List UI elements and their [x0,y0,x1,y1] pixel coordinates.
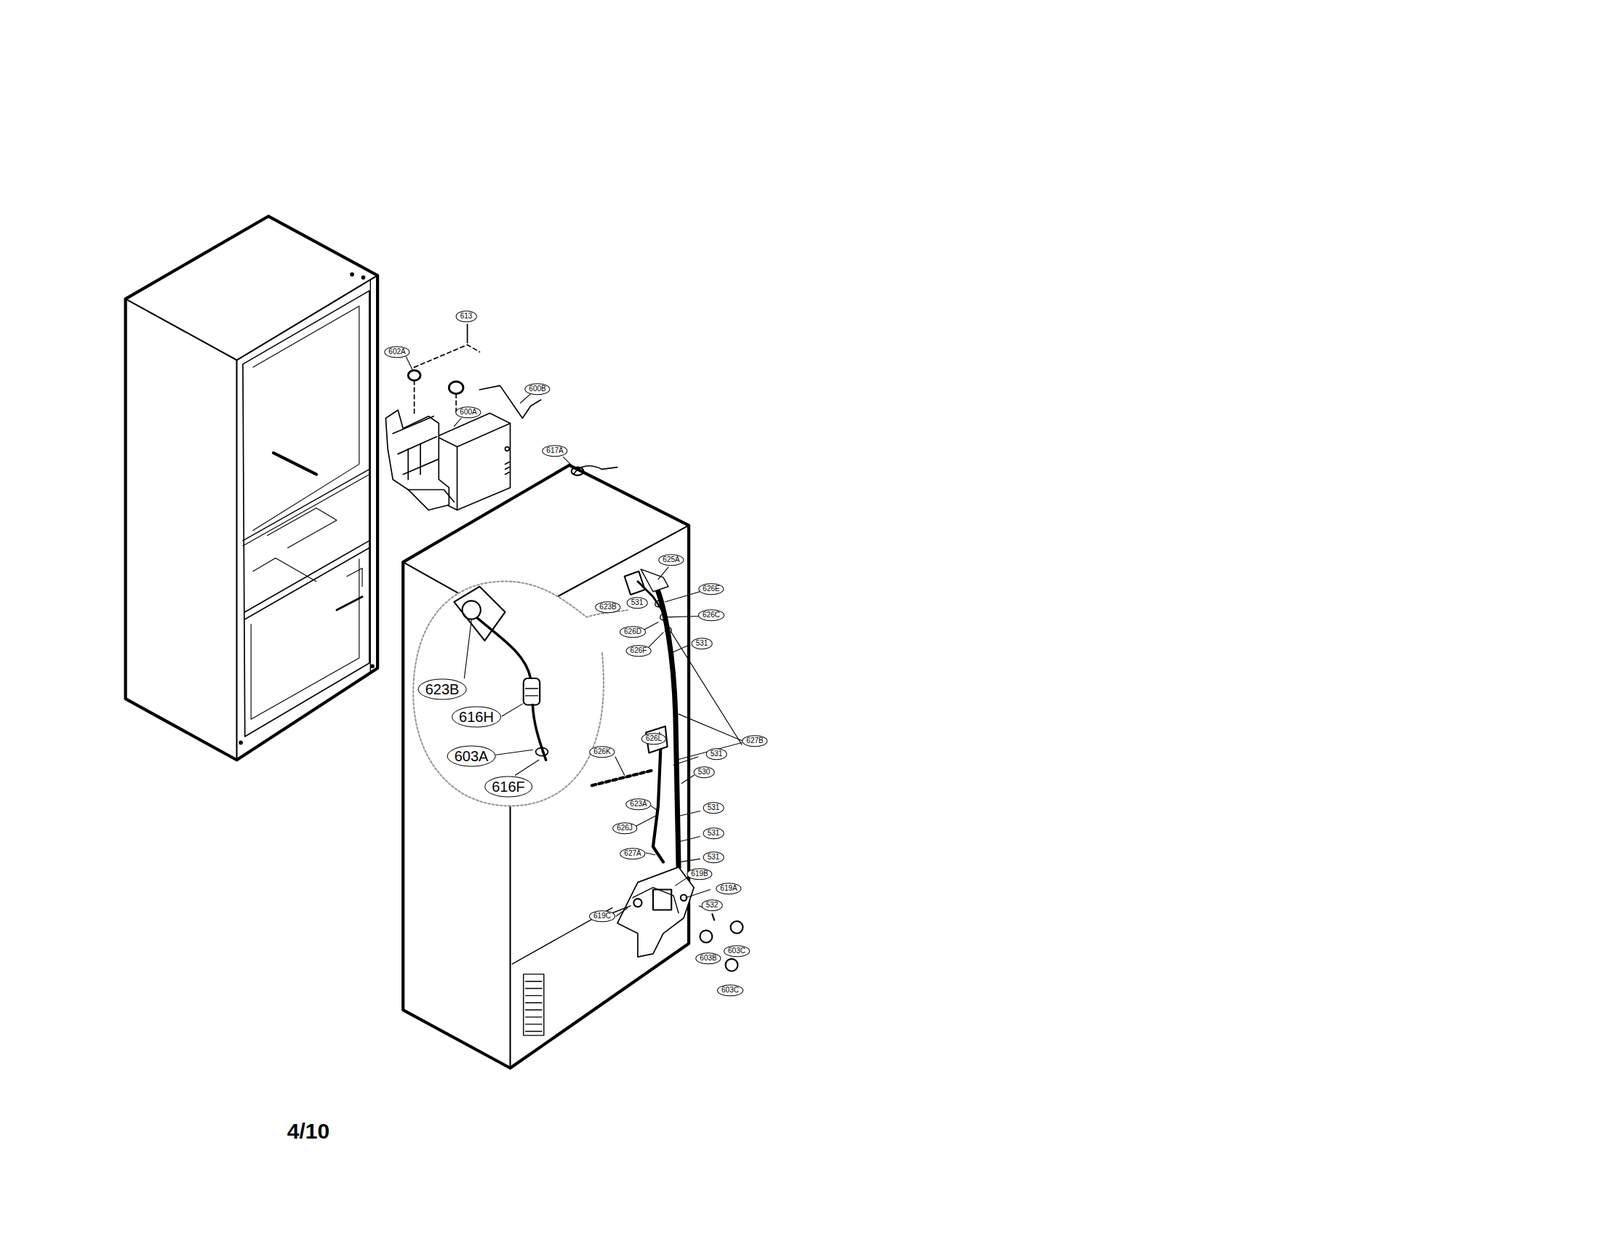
callout-number: 617A [541,445,568,457]
callout-number: 626F [626,645,652,657]
cabinet-front [125,216,379,760]
callout-number: 619C [589,910,616,923]
callout-number: 623B [594,601,621,614]
callout-number: 603C [723,945,750,958]
callout-number: 616F [484,776,533,798]
callout-number: 623A [625,798,651,811]
cabinet-rear [402,465,743,1069]
leader-lines [405,357,742,917]
page-number: 4/10 [287,1119,330,1145]
callout-number: 531 [706,748,728,760]
callout-number: 619B [686,868,712,880]
callout-number: 600B [524,383,550,395]
callout-number: 623B [418,679,467,701]
callout-number: 616H [451,706,502,728]
callout-number: 531 [703,827,725,840]
callout-number: 602A [384,346,410,358]
callout-number: 626K [589,746,615,758]
callout-number: 603C [717,984,744,997]
callout-number: 603A [447,746,496,768]
callout-number: 626D [619,626,646,638]
callout-number: 600A [455,406,481,419]
callout-number: 626C [698,609,725,622]
callout-number: 531 [626,597,648,609]
callout-number: 626L [641,733,667,745]
callout-number: 532 [701,899,723,912]
callout-number: 530 [693,766,715,779]
callout-number: 626J [612,822,638,835]
callout-number: 613 [456,310,478,323]
callout-number: 627A [619,848,646,860]
callout-number: 625A [658,554,684,566]
callout-number: 626E [698,583,724,595]
callout-number: 619A [715,882,742,895]
callout-number: 531 [703,851,725,864]
callout-number: 603B [695,952,721,965]
callout-number: 531 [691,637,713,650]
callout-number: 531 [703,802,725,814]
callout-number: 627B [741,735,768,747]
